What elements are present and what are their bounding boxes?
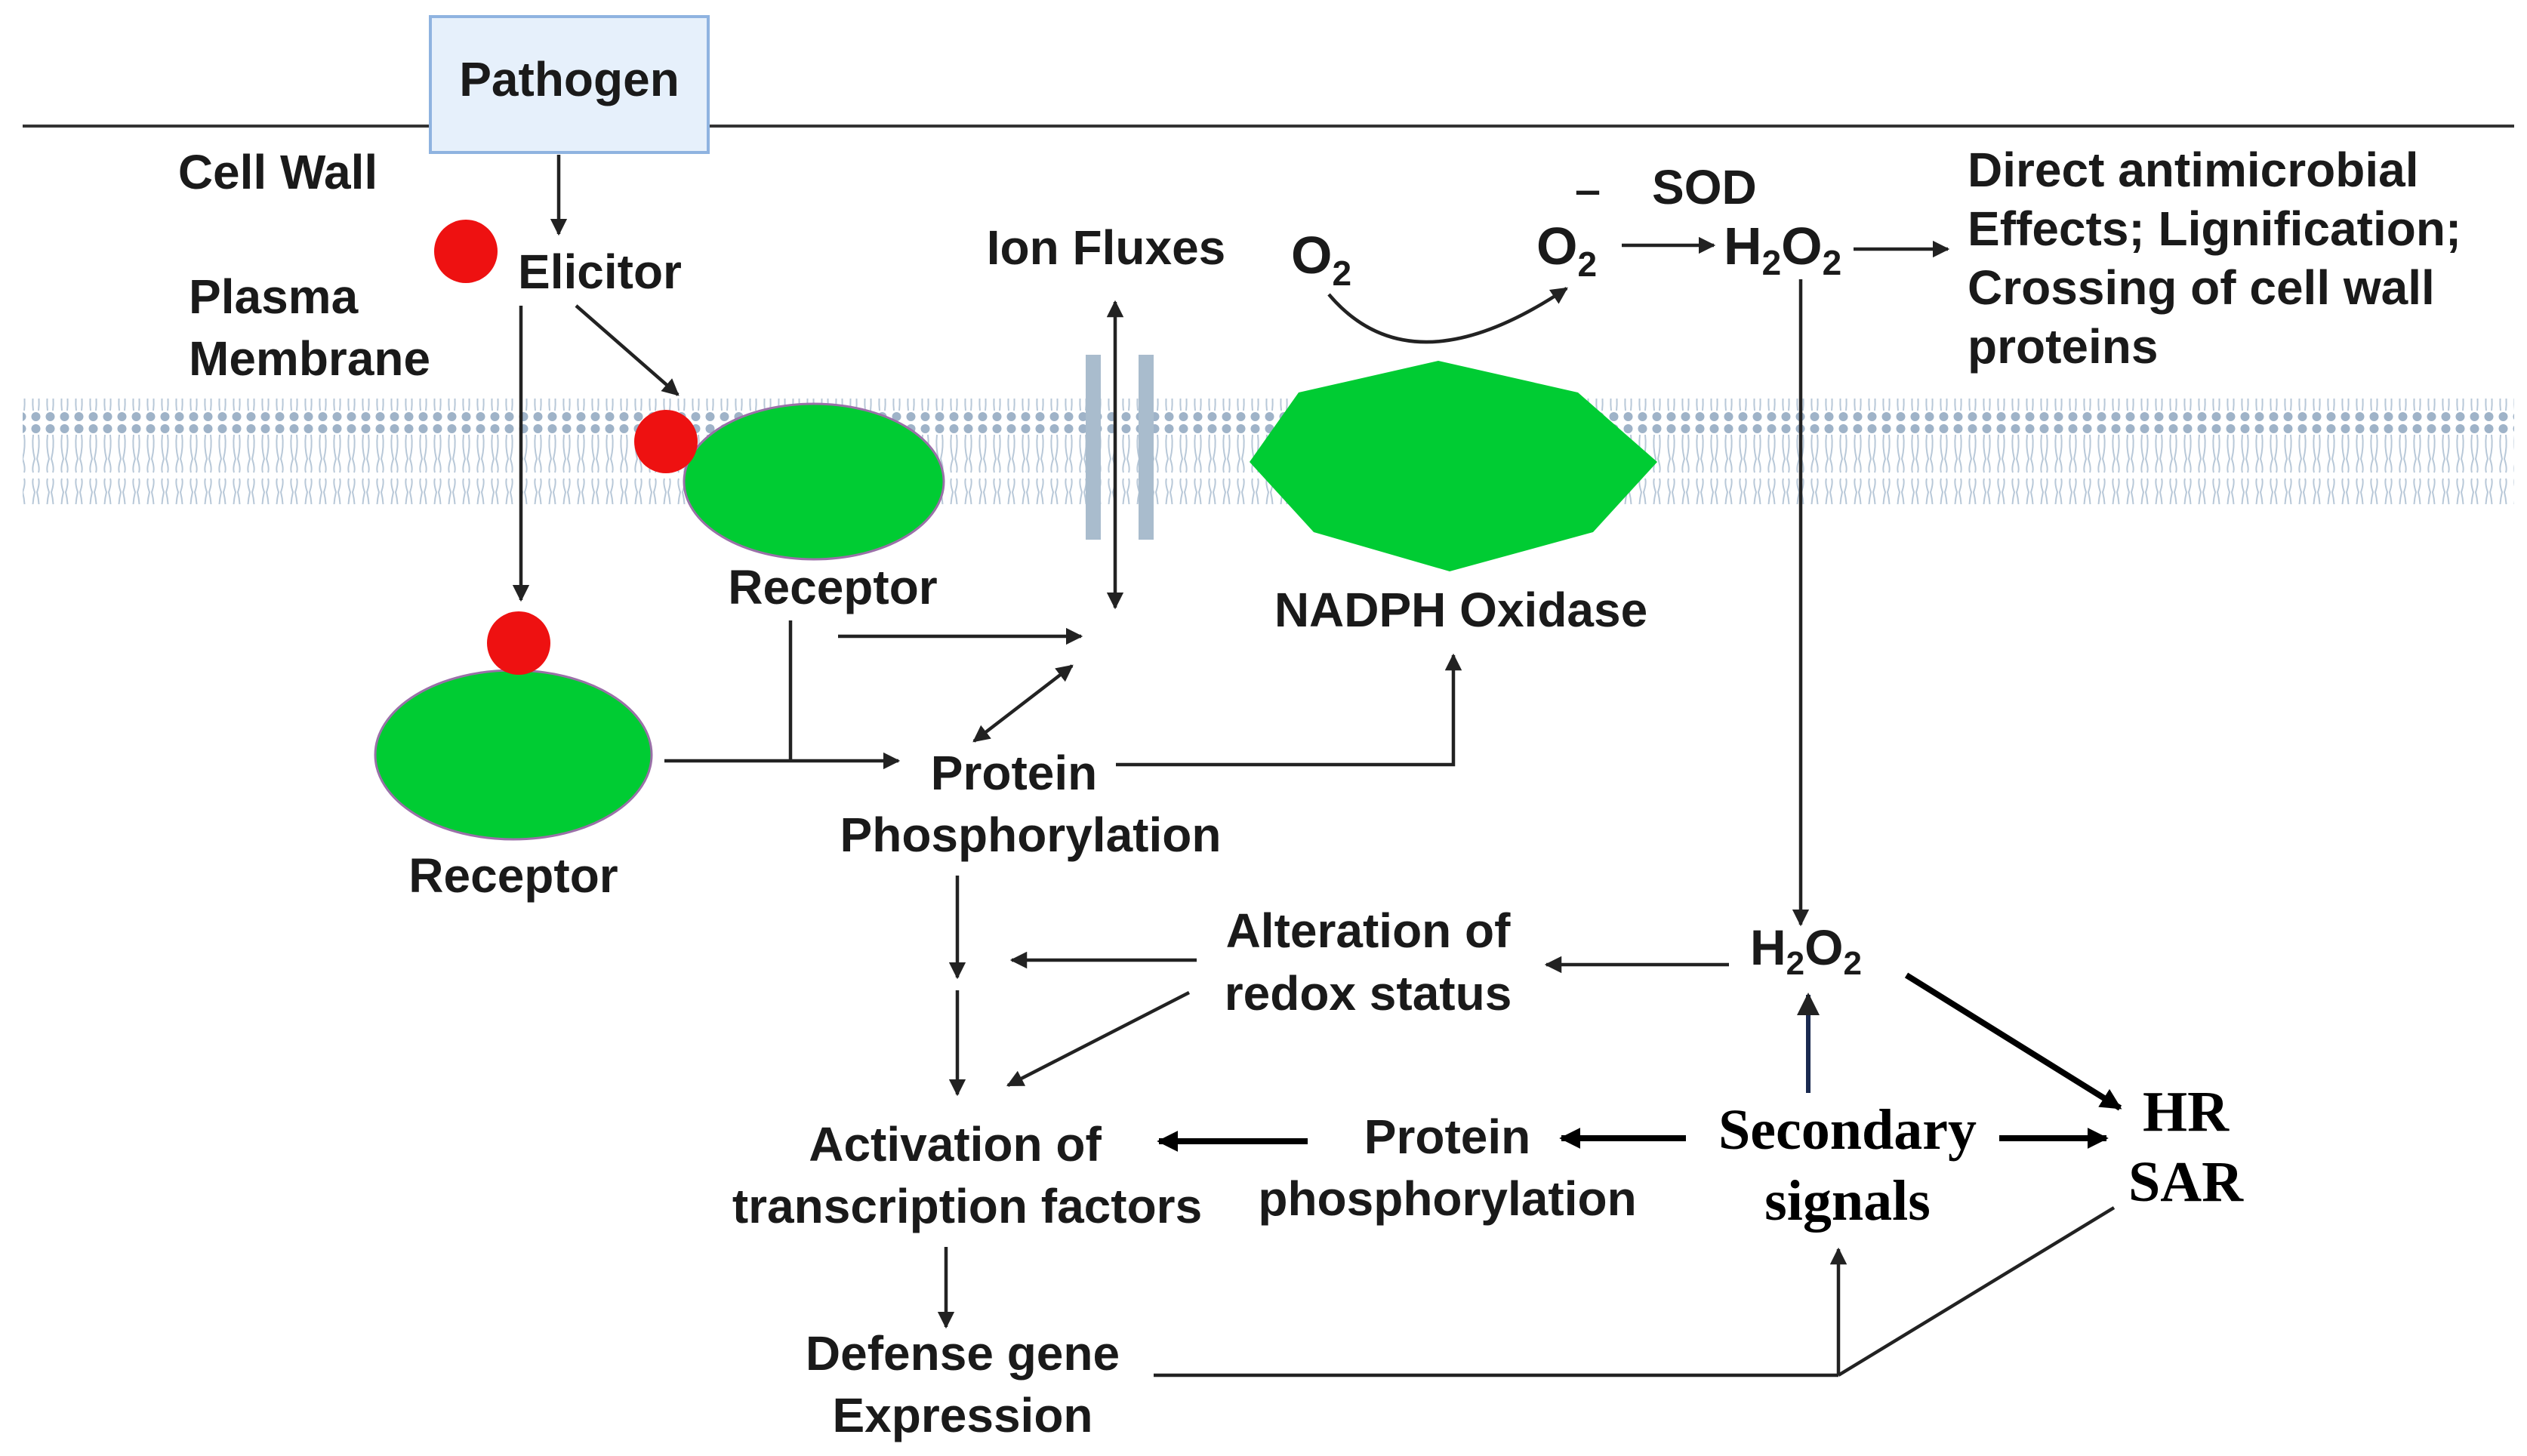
elicitor-dot-free [434,220,498,283]
nadph-oxidase-shape [1250,361,1657,571]
elicitor-label: Elicitor [518,245,682,299]
receptor-upper-label: Receptor [728,560,937,614]
direct-effects-line-2: Effects; Lignification; [1968,202,2461,256]
protein-phosphorylation-lower-label-1: Protein [1364,1110,1530,1164]
plasma-membrane-label-2: Membrane [189,331,430,386]
defense-gene-label-2: Expression [832,1388,1092,1442]
ion-fluxes-label: Ion Fluxes [987,220,1226,275]
alteration-label-1: Alteration of [1226,903,1512,958]
protein-phosphorylation-label-2: Phosphorylation [840,808,1222,862]
elicitor-dot-upper [634,410,698,473]
secondary-signals-label-1: Secondary [1718,1098,1977,1162]
elicitor-dot-lower [487,611,550,675]
line-sar-to-defense [1837,1206,2116,1377]
protein-phosphorylation-label-1: Protein [931,746,1097,800]
activation-label-1: Activation of [809,1117,1102,1171]
activation-label-2: transcription factors [732,1179,1202,1233]
direct-effects-line-4: proteins [1968,319,2158,374]
direct-effects-line-3: Crossing of cell wall [1968,260,2435,315]
ion-channel-right [1139,355,1154,540]
pathogen-box [429,15,710,154]
receptor-upper [683,402,945,561]
ion-channel-left [1086,355,1101,540]
arrow-phosphorylation-to-nadph [1116,653,1462,767]
sar-label: SAR [2128,1150,2244,1214]
h2o2-top-label: H2O2 [1724,217,1841,282]
nadph-oxidase-label: NADPH Oxidase [1274,583,1647,637]
receptor-lower [374,669,653,841]
sod-label: SOD [1652,160,1757,214]
plasma-membrane-label-1: Plasma [189,269,359,324]
pathogen-label: Pathogen [459,52,680,106]
alteration-label-2: redox status [1225,966,1512,1020]
protein-phosphorylation-lower-label-2: phosphorylation [1258,1171,1636,1226]
superoxide-charge: ‾ [1576,185,1600,241]
arrow-o2-to-superoxide [1327,287,1568,344]
arrow-phosphorylation-ion-fluxes [972,664,1074,743]
arrow-h2o2-to-hr [1904,972,2122,1111]
cell-wall-label: Cell Wall [178,145,378,199]
arrow-elicitor-to-receptor-upper [575,304,680,396]
superoxide-label: O2 [1536,217,1597,284]
direct-effects-line-1: Direct antimicrobial [1968,143,2419,197]
arrow-alteration-to-activation [1006,990,1191,1088]
hr-label: HR [2143,1080,2230,1144]
o2-label: O2 [1291,226,1351,293]
secondary-signals-label-2: signals [1764,1169,1931,1233]
receptor-lower-label: Receptor [408,848,618,903]
defense-gene-label-1: Defense gene [806,1326,1120,1381]
h2o2-mid-label: H2O2 [1750,919,1862,982]
